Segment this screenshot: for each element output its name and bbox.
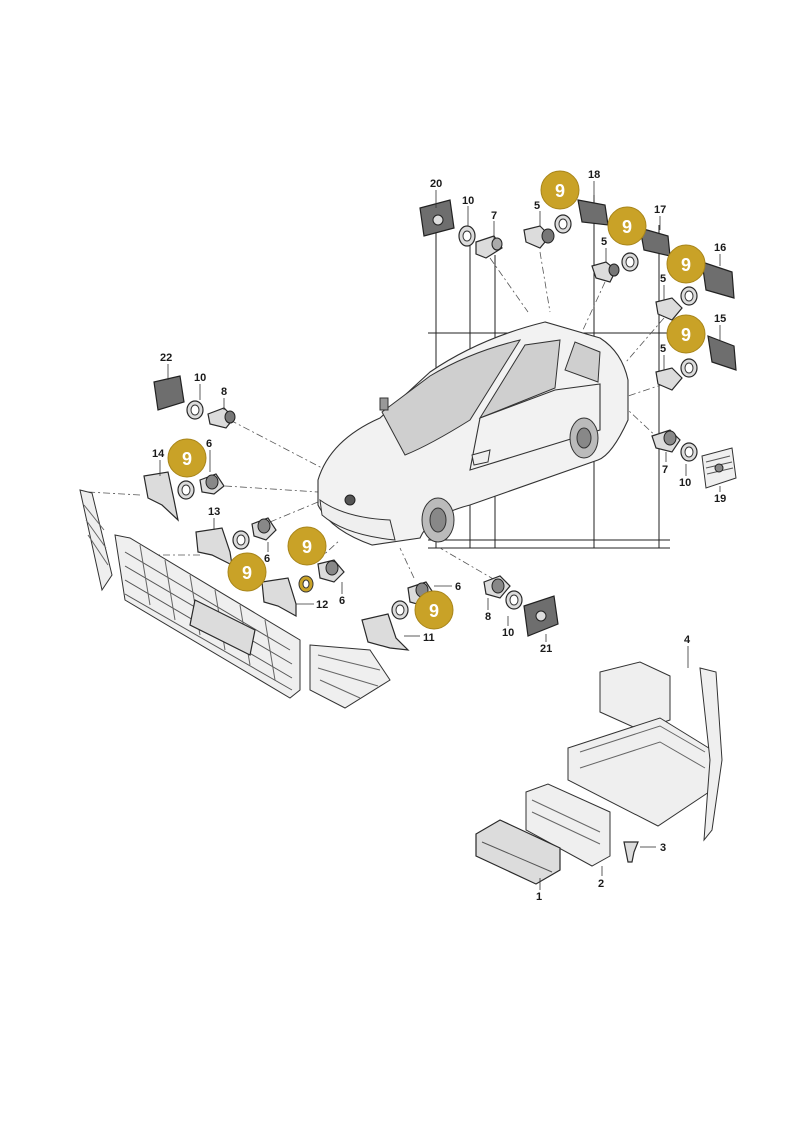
badge-9: 9 [666, 314, 706, 354]
label-6: 6 [455, 581, 461, 593]
badge-9: 9 [227, 552, 267, 592]
label-21: 21 [540, 643, 552, 655]
left-grille [79, 489, 113, 592]
label-1: 1 [536, 891, 542, 903]
label-6: 6 [206, 438, 212, 450]
part-8-sensor-b [483, 575, 511, 599]
part-2-housing [525, 783, 611, 867]
part-6-sensor-a [199, 473, 225, 495]
part-5-sensor-d [655, 367, 683, 391]
badge-9: 9 [607, 206, 647, 246]
label-22: 22 [160, 352, 172, 364]
badge-9: 9 [540, 170, 580, 210]
part-13-bracket [195, 527, 233, 567]
badges: 9 9 9 9 9 9 9 9 [167, 170, 706, 630]
part-11-bracket [361, 613, 410, 651]
label-8: 8 [221, 386, 227, 398]
label-11: 11 [423, 632, 435, 644]
label-7: 7 [662, 464, 668, 476]
part-12-bracket [261, 577, 297, 618]
svg-text:9: 9 [242, 563, 252, 583]
svg-text:9: 9 [182, 449, 192, 469]
part-10-ring-c [680, 286, 698, 306]
part-10-ring-a [554, 214, 572, 234]
badge-9: 9 [167, 438, 207, 478]
svg-text:9: 9 [555, 181, 565, 201]
part-3-clip [623, 841, 639, 863]
part-6-sensor-c [317, 559, 345, 583]
label-10: 10 [502, 627, 514, 639]
part-21-bracket [523, 595, 559, 637]
part-1-control-unit [475, 819, 561, 885]
badge-9: 9 [666, 244, 706, 284]
part-6-ring-d [391, 600, 409, 620]
label-6: 6 [339, 595, 345, 607]
front-grille [114, 534, 301, 699]
part-5-sensor-b [591, 261, 620, 283]
part-15-bracket [707, 335, 737, 371]
part-4-mount-bracket [567, 661, 723, 842]
part-5-sensor-a [523, 225, 555, 249]
part-10-ring-d [680, 358, 698, 378]
label-4: 4 [684, 634, 691, 646]
part-14-bracket [143, 471, 179, 522]
part-16-bracket [701, 261, 735, 299]
svg-text:9: 9 [429, 601, 439, 621]
label-12: 12 [316, 599, 328, 611]
label-5: 5 [660, 343, 666, 355]
label-19: 19 [714, 493, 726, 505]
label-3: 3 [660, 842, 666, 854]
label-10: 10 [194, 372, 206, 384]
part-19-bracket [701, 447, 737, 489]
svg-text:9: 9 [681, 325, 691, 345]
part-10-ring-f [505, 590, 523, 610]
label-17: 17 [654, 204, 666, 216]
part-8-sensor-a [207, 407, 236, 429]
svg-text:9: 9 [622, 217, 632, 237]
svg-text:9: 9 [302, 537, 312, 557]
label-8: 8 [485, 611, 491, 623]
part-7-sensor-b [651, 429, 681, 453]
label-6: 6 [264, 553, 270, 565]
part-20-bracket [419, 199, 455, 237]
part-6-sensor-b [251, 517, 277, 541]
label-18: 18 [588, 169, 600, 181]
part-10-ring-b [621, 252, 639, 272]
part-6-ring-b [232, 530, 250, 550]
callout-leaders [159, 181, 721, 890]
badge-9: 9 [414, 590, 454, 630]
part-5-sensor-c [655, 297, 683, 321]
label-7: 7 [491, 210, 497, 222]
label-13: 13 [208, 506, 220, 518]
label-2: 2 [598, 878, 604, 890]
label-15: 15 [714, 313, 726, 325]
part-10-ring-top [458, 225, 476, 247]
car-body [317, 321, 629, 546]
callout-labels: 20 10 7 5 18 17 5 16 5 15 5 22 10 8 14 6… [152, 169, 726, 903]
label-5: 5 [534, 200, 540, 212]
part-10-ring-g [680, 442, 698, 462]
part-10-ring-e [186, 400, 204, 420]
part-22-bracket [153, 375, 185, 411]
right-grille [309, 644, 391, 709]
svg-text:9: 9 [681, 255, 691, 275]
label-14: 14 [152, 448, 165, 460]
part-ring-12 [298, 575, 314, 593]
label-16: 16 [714, 242, 726, 254]
badge-9: 9 [287, 526, 327, 566]
label-10: 10 [679, 477, 691, 489]
label-5: 5 [601, 236, 607, 248]
label-5: 5 [660, 273, 666, 285]
part-6-ring-a [177, 480, 195, 500]
part-18-bracket [577, 199, 609, 226]
part-7-sensor-top [475, 235, 503, 259]
label-20: 20 [430, 178, 442, 190]
label-10: 10 [462, 195, 474, 207]
